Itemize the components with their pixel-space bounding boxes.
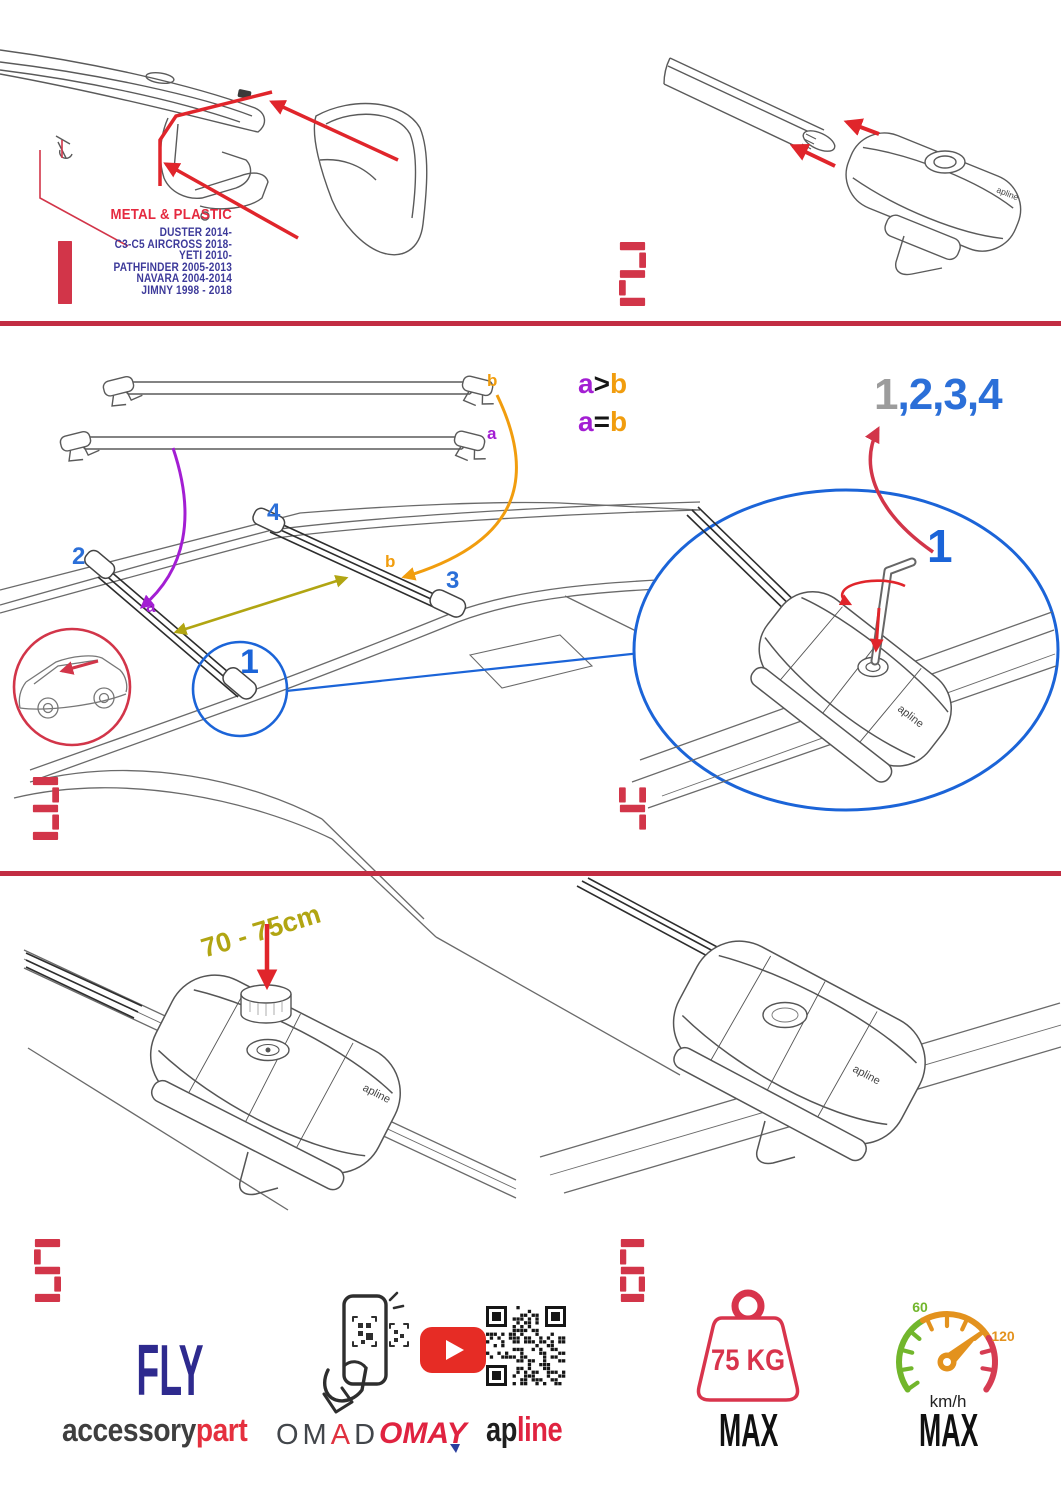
step-number-6 (620, 1239, 645, 1302)
position-label-2: 2 (72, 543, 86, 570)
bar-a-label: a (487, 424, 497, 443)
step-number-3 (32, 777, 59, 840)
rubber-cover-drawing (313, 102, 428, 256)
step-number-2 (619, 242, 646, 306)
section-divider (0, 871, 1061, 876)
detail-connector-line (285, 650, 651, 693)
step6-finished-drawing: apline (539, 877, 1061, 1194)
dimension-arrow (173, 574, 349, 636)
omay-logo-accent (450, 1444, 460, 1453)
car-direction-inset (12, 627, 132, 747)
allen-key-drawing (870, 557, 917, 666)
qr-code (486, 1306, 566, 1386)
model-line: PATHFINDER 2005-2013 (113, 261, 232, 274)
loose-crossbars (59, 375, 494, 462)
roof-b-label: b (385, 552, 396, 571)
weight-max-label: MAX (719, 1404, 779, 1456)
fly-logo: FLY (136, 1331, 204, 1411)
apline-logo: apline (486, 1411, 563, 1449)
rule-a-equals-b: a=b (578, 406, 628, 437)
assembly-arrows (39, 90, 399, 247)
crossbar-in-zoom (686, 506, 807, 621)
front-direction-arrow (59, 659, 99, 675)
detail-circle (191, 640, 289, 738)
material-note: METAL & PLASTIC (110, 206, 232, 223)
model-line: C3-C5 AIRCROSS 2018- (114, 238, 232, 251)
model-line: JIMNY 1998 - 2018 (141, 284, 232, 297)
max-weight-value: 75 KG (711, 1344, 785, 1377)
bar-a-pointer-curve (139, 447, 187, 609)
accessorypart-logo: accessorypart (62, 1412, 248, 1448)
press-down-arrow (869, 607, 884, 653)
rule-a-greater-b: a>b (578, 368, 628, 399)
position-label-3: 3 (446, 567, 460, 594)
crossbar-feet (84, 507, 467, 700)
step-number-5 (34, 1239, 61, 1302)
step5-cap-insert-drawing: apline (23, 924, 517, 1211)
roof-layout-and-tighten-drawing: apline (0, 375, 1060, 1076)
phone-scan-qr-icon (322, 1291, 409, 1414)
weight-limit-icon: 75 KG (696, 1289, 800, 1402)
youtube-play-icon (420, 1327, 486, 1373)
step-number-4 (619, 777, 646, 840)
step-position-1-label: 1 (927, 520, 953, 572)
circled-position-1: 1 (240, 643, 259, 681)
speed-low-label: 60 (912, 1299, 928, 1315)
cap-drawing (240, 984, 292, 1024)
bar-b-label: b (487, 371, 498, 390)
step1-exploded-endcap-drawing (0, 49, 428, 256)
speed-unit-label: km/h (929, 1392, 967, 1411)
model-line: DUSTER 2014- (159, 227, 232, 239)
section-divider (0, 321, 1061, 326)
rotate-arrow (838, 579, 906, 606)
omad-logo: OMAD (276, 1419, 380, 1451)
step-number-1 (58, 241, 72, 304)
speed-high-label: 120 (991, 1328, 1015, 1344)
roof-a-label: a (146, 597, 156, 616)
model-line: NAVARA 2004-2014 (136, 273, 232, 285)
compatible-models-block: METAL & PLASTIC DUSTER 2014- C3-C5 AIRCR… (63, 206, 232, 297)
step2-bar-insert-drawing: apline (663, 57, 1022, 276)
repeat-sequence-arrow (864, 426, 934, 554)
assembly-arrows (789, 118, 880, 168)
foot-in-zoom (750, 591, 952, 783)
bar-b-pointer-curve (401, 394, 518, 581)
tighten-sequence-label: 1,2,3,4 (874, 370, 1003, 419)
model-line: YETI 2010- (179, 250, 232, 262)
omay-logo: OMAY (379, 1417, 467, 1450)
speed-max-label: MAX (919, 1404, 979, 1456)
speedometer-icon: 60 120 (896, 1299, 1015, 1393)
position-label-4: 4 (267, 499, 281, 526)
